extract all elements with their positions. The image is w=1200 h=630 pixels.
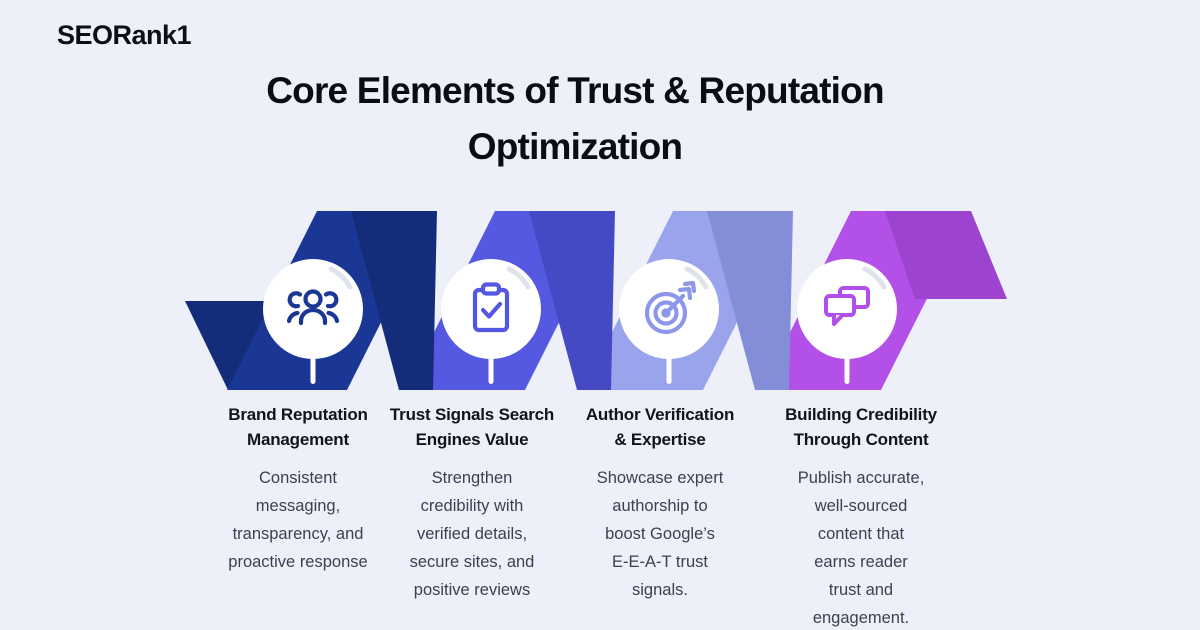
step-4-heading-line: Building Credibility bbox=[785, 405, 937, 424]
people-group-icon bbox=[286, 289, 340, 326]
step-1-heading-line: Brand Reputation bbox=[228, 405, 368, 424]
step-1-body-line: transparency, and bbox=[232, 525, 364, 543]
step-4-heading: Building Credibility Through Content bbox=[756, 402, 966, 452]
step-2-description: Strengthen credibility with verified det… bbox=[367, 464, 577, 604]
brand-logo: SEORank1 bbox=[57, 20, 192, 50]
clipboard-check-icon bbox=[472, 282, 510, 333]
ribbon-right-tail bbox=[885, 211, 1007, 299]
step-2-body-line: secure sites, and bbox=[409, 553, 535, 571]
page-title: Core Elements of Trust & Reputation Opti… bbox=[0, 63, 1150, 175]
step-3-body-line: signals. bbox=[632, 581, 688, 599]
step-2-body-line: credibility with bbox=[420, 497, 524, 515]
step-3-body-line: boost Google’s bbox=[605, 525, 715, 543]
step-4-heading-line: Through Content bbox=[793, 430, 929, 449]
circle-highlight bbox=[506, 266, 531, 290]
step-4-body-line: content that bbox=[817, 525, 905, 543]
ribbon-step-2-fold bbox=[529, 211, 615, 390]
step-1-body-line: messaging, bbox=[255, 497, 341, 515]
step-2-heading-line: Trust Signals Search bbox=[389, 405, 555, 424]
step-column-4: Building Credibility Through Content Pub… bbox=[756, 402, 966, 630]
step-1-description: Consistent messaging, transparency, and … bbox=[193, 464, 403, 576]
step-1-heading-line: Management bbox=[247, 430, 349, 449]
step-column-3: Author Verification & Expertise Showcase… bbox=[555, 402, 765, 604]
step-4-body-line: Publish accurate, bbox=[797, 469, 925, 487]
ribbon-step-1-fold bbox=[351, 211, 437, 390]
page-title-line-2: Optimization bbox=[467, 126, 683, 167]
circle-highlight bbox=[862, 266, 887, 290]
icon-stem-4 bbox=[844, 352, 850, 384]
step-2-heading-line: Engines Value bbox=[415, 430, 529, 449]
step-1-heading: Brand Reputation Management bbox=[193, 402, 403, 452]
ribbon-step-3-fold bbox=[707, 211, 793, 390]
step-4-body-line: trust and bbox=[828, 581, 894, 599]
step-column-1: Brand Reputation Management Consistent m… bbox=[193, 402, 403, 576]
step-4-body-line: earns reader bbox=[814, 553, 908, 571]
step-4-description: Publish accurate, well-sourced content t… bbox=[756, 464, 966, 630]
step-4-body-line: engagement. bbox=[812, 609, 910, 627]
step-2-body-line: verified details, bbox=[416, 525, 528, 543]
icon-stem-3 bbox=[666, 352, 672, 384]
step-3-body-line: E-E-A-T trust bbox=[612, 553, 708, 571]
step-3-description: Showcase expert authorship to boost Goog… bbox=[555, 464, 765, 604]
step-1-body-line: Consistent bbox=[259, 469, 337, 487]
step-4-body-line: well-sourced bbox=[814, 497, 908, 515]
step-3-heading-line: Author Verification bbox=[585, 405, 735, 424]
icon-circle-2 bbox=[441, 259, 541, 359]
chat-bubbles-icon bbox=[824, 286, 870, 326]
step-3-body-line: Showcase expert bbox=[596, 469, 724, 487]
step-2-heading: Trust Signals Search Engines Value bbox=[367, 402, 577, 452]
circle-highlight bbox=[328, 266, 353, 290]
page-title-line-1: Core Elements of Trust & Reputation bbox=[266, 70, 884, 111]
icon-stem-2 bbox=[488, 352, 494, 384]
step-3-heading: Author Verification & Expertise bbox=[555, 402, 765, 452]
target-dart-icon bbox=[644, 280, 697, 335]
step-3-body-line: authorship to bbox=[612, 497, 708, 515]
step-1-body-line: proactive response bbox=[228, 553, 368, 571]
circle-highlight bbox=[684, 266, 709, 290]
step-2-body-line: Strengthen bbox=[431, 469, 513, 487]
step-2-body-line: positive reviews bbox=[413, 581, 531, 599]
step-3-heading-line: & Expertise bbox=[614, 430, 706, 449]
icon-stem-1 bbox=[310, 352, 316, 384]
step-column-2: Trust Signals Search Engines Value Stren… bbox=[367, 402, 577, 604]
